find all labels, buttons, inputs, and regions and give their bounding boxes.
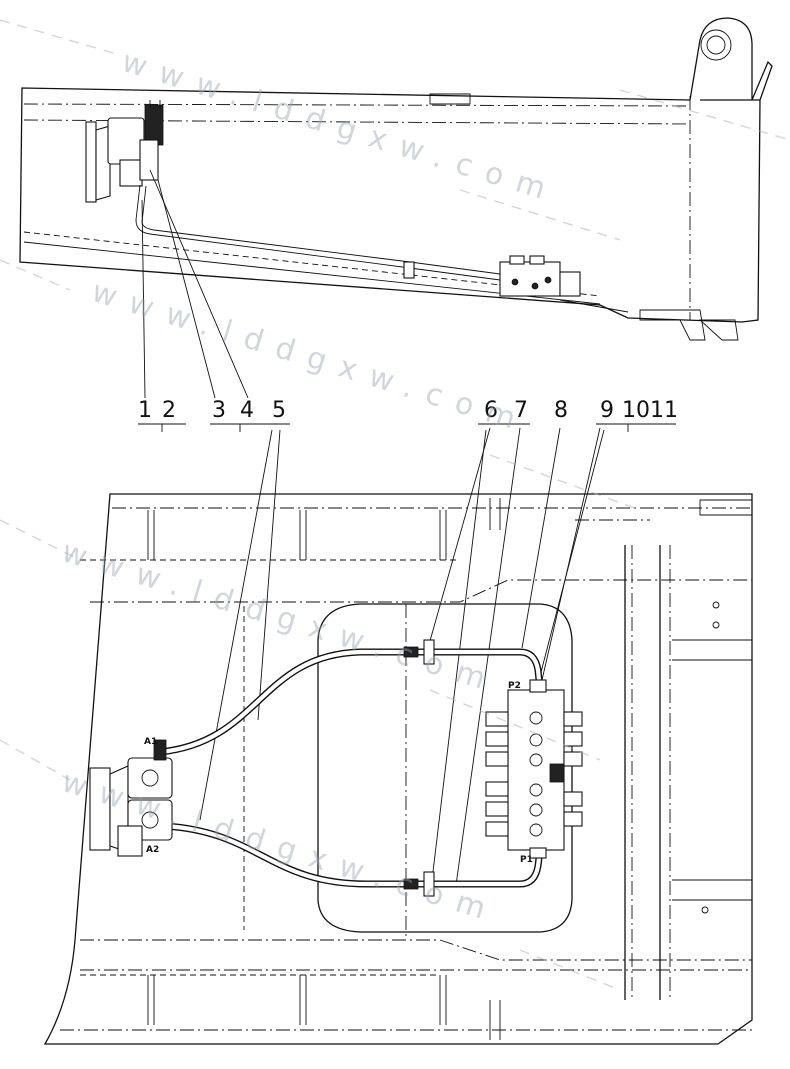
callout-6: 6 [484,398,498,423]
callout-8: 8 [554,398,568,423]
swing-motor-side [85,100,164,203]
plan-view: A1 A2 P2 P1 [43,493,753,1045]
control-valve-side [499,255,629,313]
callout-4: 4 [240,398,254,423]
control-valve: P2 P1 [485,679,583,865]
callout-3: 3 [212,398,226,423]
watermark-text-2: www.lddgxw.com [88,274,533,440]
callout-11: 11 [650,398,678,423]
callout-5: 5 [272,398,286,423]
callout-2: 2 [162,398,176,423]
callout-1: 1 [138,398,152,423]
port-a2-label: A2 [146,845,159,855]
side-elevation-view [19,17,773,341]
swing-motor: A1 A2 [89,737,173,857]
callout-group-left: 1 2 3 4 5 [138,169,290,821]
callout-7: 7 [514,398,528,423]
callout-9: 9 [600,398,614,423]
port-a1-label: A1 [144,737,157,747]
port-p2-label: P2 [508,681,521,691]
port-p1-label: P1 [520,855,533,865]
watermark-text-1: www.lddgxw.com [118,44,563,210]
callout-10: 10 [622,398,650,423]
hydraulic-hoses [156,639,544,897]
